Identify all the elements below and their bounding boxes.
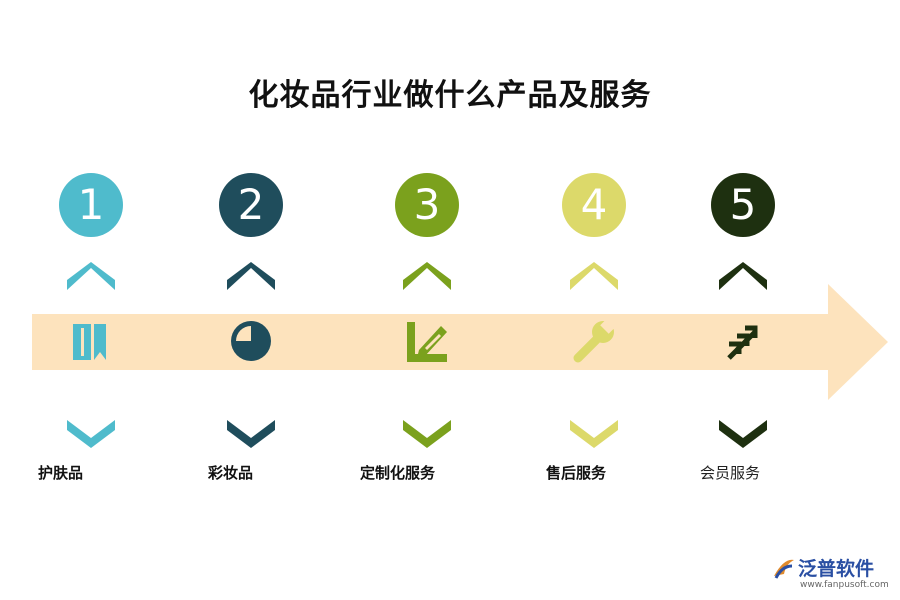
step-number-5: 5 xyxy=(711,173,775,237)
step-number-1: 1 xyxy=(59,173,123,237)
chevron-up-icon xyxy=(403,262,451,290)
chevron-down-icon xyxy=(67,420,115,448)
step-label-4: 售后服务 xyxy=(546,464,607,482)
step-label-2: 彩妆品 xyxy=(208,464,254,482)
step-label-3: 定制化服务 xyxy=(360,464,436,482)
step-label-5: 会员服务 xyxy=(700,464,761,482)
wrench-icon xyxy=(573,318,616,363)
logo-icon xyxy=(774,559,794,579)
chevron-down-icon xyxy=(570,420,618,448)
step-2: 2 xyxy=(201,0,301,600)
step-number-2: 2 xyxy=(219,173,283,237)
chevron-up-icon xyxy=(227,262,275,290)
logo-url: www.fanpusoft.com xyxy=(800,580,889,590)
brand-logo: 泛普软件 www.fanpusoft.com xyxy=(772,556,892,596)
chevron-down-icon xyxy=(227,420,275,448)
chevron-down-icon xyxy=(719,420,767,448)
chevron-down-icon xyxy=(403,420,451,448)
logo-name: 泛普软件 xyxy=(798,558,875,580)
chevron-up-icon xyxy=(67,262,115,290)
chevron-up-icon xyxy=(719,262,767,290)
card-icon xyxy=(73,324,106,360)
pie-chart-icon xyxy=(231,321,271,361)
step-3: 3 xyxy=(377,0,477,600)
step-label-1: 护肤品 xyxy=(38,464,84,482)
step-1: 1 xyxy=(41,0,141,600)
timeline-arrowhead xyxy=(828,284,888,400)
forward-arrows-icon xyxy=(727,325,758,360)
page-title: 化妆品行业做什么产品及服务 xyxy=(248,78,652,113)
chevron-up-icon xyxy=(570,262,618,290)
edit-pencil-icon xyxy=(407,322,447,362)
step-number-3: 3 xyxy=(395,173,459,237)
step-5: 5 xyxy=(693,0,793,600)
step-number-4: 4 xyxy=(562,173,626,237)
step-4: 4 xyxy=(544,0,644,600)
